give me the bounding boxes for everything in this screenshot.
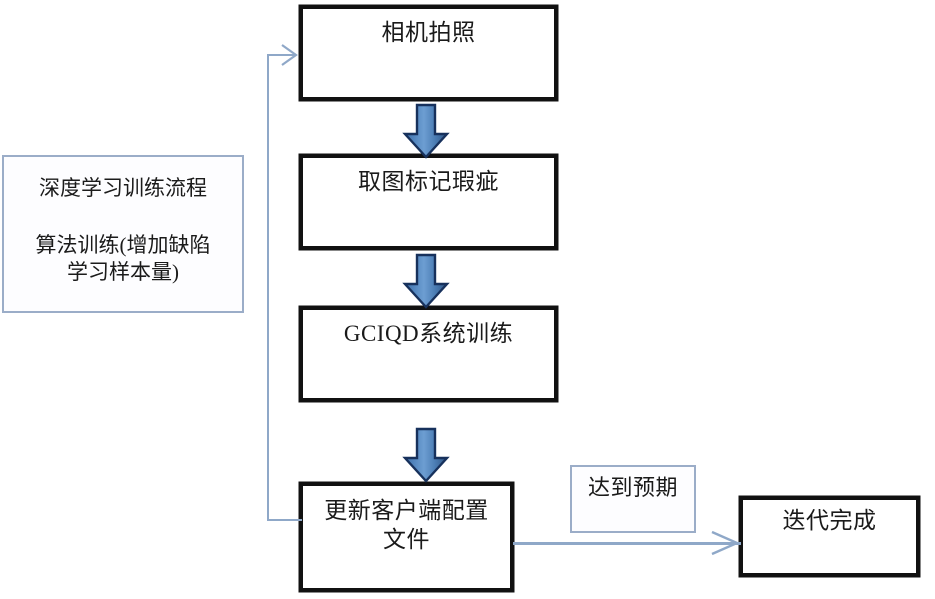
edge-label-meets-expectation-text: 达到预期: [587, 475, 678, 500]
node-iteration-complete-label: 迭代完成: [782, 508, 877, 533]
block-arrow-down-gciqd-to-update-config: [402, 427, 450, 483]
feedback-loop-arrowhead-icon: [281, 44, 298, 66]
node-update-client-config-file[interactable]: 更新客户端配置 文件: [300, 483, 513, 591]
deep-learning-training-process-panel: 深度学习训练流程 算法训练(增加缺陷 学习样本量): [2, 155, 244, 313]
node-camera-capture-label: 相机拍照: [381, 20, 476, 45]
edge-label-meets-expectation: 达到预期: [570, 465, 696, 533]
node-gciqd-system-training[interactable]: GCIQD系统训练: [300, 307, 557, 401]
node-mark-defect-label: 取图标记瑕疵: [358, 169, 499, 194]
thin-arrow-line-to-iteration-complete: [513, 542, 741, 545]
thin-arrow-head-icon-to-iteration-complete: [711, 530, 740, 556]
feedback-loop-segment-top: [267, 54, 295, 56]
node-update-client-config-file-label: 更新客户端配置 文件: [324, 498, 489, 553]
panel-line-1: 深度学习训练流程: [39, 176, 207, 200]
node-iteration-complete[interactable]: 迭代完成: [740, 497, 919, 576]
node-gciqd-system-training-label: GCIQD系统训练: [343, 321, 514, 346]
feedback-loop-segment-bottom: [267, 519, 302, 521]
feedback-loop-segment-vertical: [267, 55, 269, 521]
node-camera-capture[interactable]: 相机拍照: [300, 6, 557, 100]
block-arrow-down-mark-defect-to-gciqd: [402, 253, 450, 309]
panel-line-2: 算法训练(增加缺陷 学习样本量): [35, 233, 211, 285]
node-mark-defect[interactable]: 取图标记瑕疵: [300, 155, 557, 249]
block-arrow-down-camera-to-mark-defect: [402, 103, 450, 159]
